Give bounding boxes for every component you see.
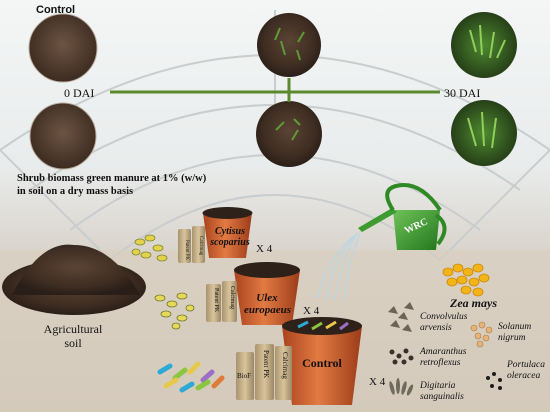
label-treatment-note: Shrub biomass green manure at 1% (w/w) i… (17, 173, 207, 197)
weed-seeds-digitaria (389, 378, 414, 396)
shrub-biomass-cytisus (131, 234, 168, 262)
label-zea-mays: Zea mays (450, 296, 497, 310)
watering-can (358, 183, 447, 250)
label-convolvulus: Convolvulus arvensis (420, 312, 468, 333)
bag-label-biof: BioF (237, 372, 252, 380)
label-control-top: Control (36, 4, 76, 16)
soil-sample-control-0dai (28, 13, 98, 83)
biofertilizer-pellets (157, 361, 225, 393)
shrub-biomass-ulex (154, 292, 195, 330)
label-30dai: 30 DAI (444, 86, 481, 100)
bag-label-calcimag-3: Calcimag (281, 352, 289, 379)
bag-label-calcimag-2: Calcimag (229, 286, 235, 309)
label-portulaca: Portulaca oleracea (507, 360, 545, 381)
weed-seeds-portulaca (486, 372, 502, 390)
bag-label-calcimag-1: Calcimag (198, 236, 203, 256)
soil-sample-control-15dai (257, 13, 321, 77)
pot-label-control: Control (302, 356, 342, 370)
bag-label-patentpk-2: Patent PK (213, 288, 219, 313)
soil-sample-manure-0dai (29, 102, 97, 170)
label-0dai: 0 DAI (64, 86, 95, 100)
maize-seeds (442, 263, 490, 297)
pot-ulex (234, 262, 300, 325)
multiplier-ulex: X 4 (303, 305, 320, 317)
bag-label-patentpk-3: Patent PK (262, 350, 270, 379)
multiplier-cytisus: X 4 (256, 243, 273, 255)
soil-sample-control-30dai (451, 12, 517, 78)
multiplier-control: X 4 (369, 376, 386, 388)
pot-label-ulex: Ulex europaeus (244, 292, 292, 316)
pot-cytisus (202, 207, 253, 258)
label-amaranthus: Amaranthus retroflexus (420, 347, 467, 368)
bag-label-patentpk-1: Patent PK (184, 240, 189, 261)
weed-seeds-convolvulus (388, 302, 414, 332)
pot-label-cytisus: Cytisus scoparius (210, 226, 250, 248)
label-solanum: Solanum nigrum (498, 322, 532, 343)
label-agricultural-soil: Agricultural soil (43, 322, 103, 350)
label-digitaria: Digitaria sanguinalis (420, 381, 464, 402)
weed-seeds-solanum (470, 321, 493, 348)
weed-seeds-amaranthus (389, 348, 414, 365)
pot-control (282, 317, 362, 405)
soil-sample-manure-15dai (256, 101, 322, 167)
water-stream (317, 231, 361, 301)
